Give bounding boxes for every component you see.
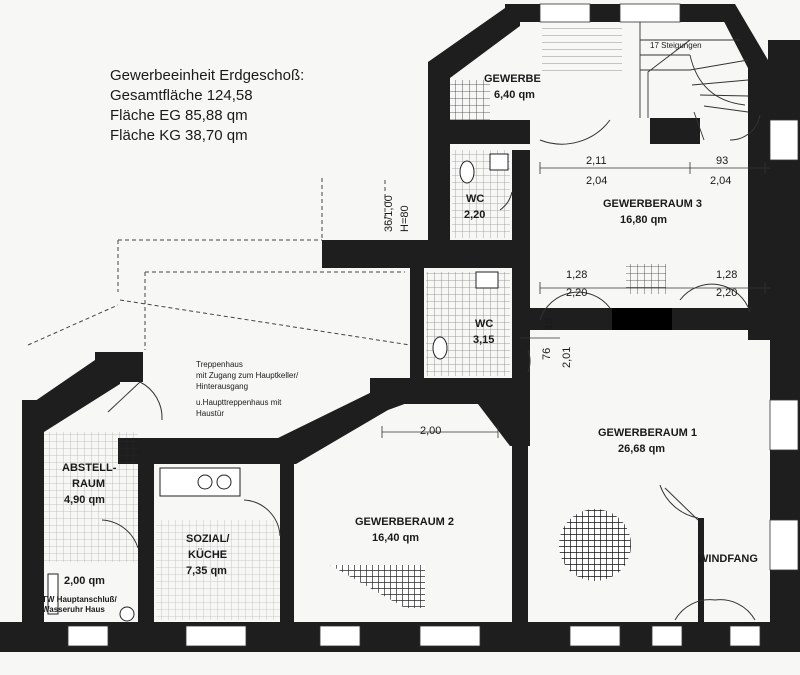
room-area: 4,90 qm — [64, 494, 105, 506]
room-wc2: WC 3,15 — [473, 318, 494, 346]
door-label-a: 36/1,00 — [383, 195, 395, 232]
dimension-label: 2,04 — [710, 175, 731, 187]
room-name: Wasseruhr Haus — [42, 605, 105, 614]
room-area: 6,40 qm — [494, 89, 535, 101]
stairwell-note-line: mit Zugang zum Hauptkeller/ — [196, 371, 299, 380]
stairwell-note-line: Hinterausgang — [196, 382, 248, 391]
room-area: 16,80 qm — [620, 214, 667, 226]
room-gewerberaum-3: GEWERBERAUM 3 16,80 qm — [603, 198, 702, 226]
dimension-label: 2,00 — [420, 425, 441, 437]
door-swings — [101, 114, 761, 621]
room-name: WC — [475, 318, 493, 330]
room-name: SOZIAL/ — [186, 533, 229, 545]
dimension-label: 2,11 — [586, 155, 607, 167]
room-area: 2,00 qm — [64, 575, 105, 587]
dimension-label: 2,04 — [586, 175, 607, 187]
room-kueche: SOZIAL/ KÜCHE 7,35 qm — [186, 533, 229, 577]
room-area: 7,35 qm — [186, 565, 227, 577]
room-area: 3,15 — [473, 334, 494, 346]
room-name: GEWERBERAUM 2 — [355, 516, 454, 528]
room-name: RAUM — [72, 478, 105, 490]
header-line2: Gesamtfläche 124,58 — [110, 87, 253, 104]
stairs-label: 17 Steigungen — [650, 41, 702, 50]
room-name: GEWERBERAUM 1 — [598, 427, 697, 439]
room-windfang: WINDFANG — [698, 553, 758, 565]
dimension-label: 76 — [541, 348, 553, 360]
dimension-label: 93 — [716, 155, 728, 167]
room-name: KÜCHE — [188, 548, 227, 561]
room-name: WINDFANG — [698, 553, 758, 565]
room-area: 16,40 qm — [372, 532, 419, 544]
staircase — [639, 22, 749, 141]
room-gewerberaum-1: GEWERBERAUM 1 26,68 qm — [598, 427, 697, 455]
dimension-label: 2,20 — [566, 287, 587, 299]
stairwell-note-line: u.Haupttreppenhaus mit — [196, 398, 282, 407]
fixtures — [47, 153, 509, 622]
dimension-labels: 2,11 2,04 93 2,04 1,28 2,20 1,28 2,20 76… — [420, 155, 737, 437]
room-area: 2,20 — [464, 209, 485, 221]
room-name: ABSTELL- — [62, 462, 117, 474]
tiled-floors — [44, 22, 666, 620]
room-gewerbe: GEWERBE 6,40 qm — [484, 73, 541, 101]
windows — [67, 3, 799, 647]
header-line4: Fläche KG 38,70 qm — [110, 127, 248, 144]
dimension-lines — [381, 162, 770, 438]
room-area: 26,68 qm — [618, 443, 665, 455]
stairwell-note-line: Haustür — [196, 409, 224, 418]
dashed-outlines — [27, 178, 411, 350]
dimension-label: 18 — [543, 318, 555, 330]
dimension-label: 1,28 — [716, 269, 737, 281]
room-hausanschluss: 2,00 qm TW Hauptanschluß/ Wasseruhr Haus — [42, 575, 117, 614]
room-name: WC — [466, 193, 484, 205]
room-abstellraum: ABSTELL- RAUM 4,90 qm — [62, 462, 117, 506]
stairwell-note-line: Treppenhaus — [196, 360, 243, 369]
dimension-label: 1,28 — [566, 269, 587, 281]
header-line3: Fläche EG 85,88 qm — [110, 107, 248, 124]
room-name: GEWERBE — [484, 73, 541, 85]
header: Gewerbeeinheit Erdgeschoß: Gesamtfläche … — [110, 67, 304, 144]
door-label-b: H=80 — [399, 205, 411, 232]
room-wc1: WC 2,20 — [464, 193, 485, 221]
dimension-label: 2,20 — [716, 287, 737, 299]
stairwell-note: Treppenhaus mit Zugang zum Hauptkeller/ … — [196, 360, 299, 418]
dimension-label: 2,01 — [561, 347, 573, 368]
room-name: TW Hauptanschluß/ — [42, 595, 117, 604]
header-line1: Gewerbeeinheit Erdgeschoß: — [110, 67, 304, 84]
room-name: GEWERBERAUM 3 — [603, 198, 702, 210]
room-gewerberaum-2: GEWERBERAUM 2 16,40 qm — [355, 516, 454, 544]
